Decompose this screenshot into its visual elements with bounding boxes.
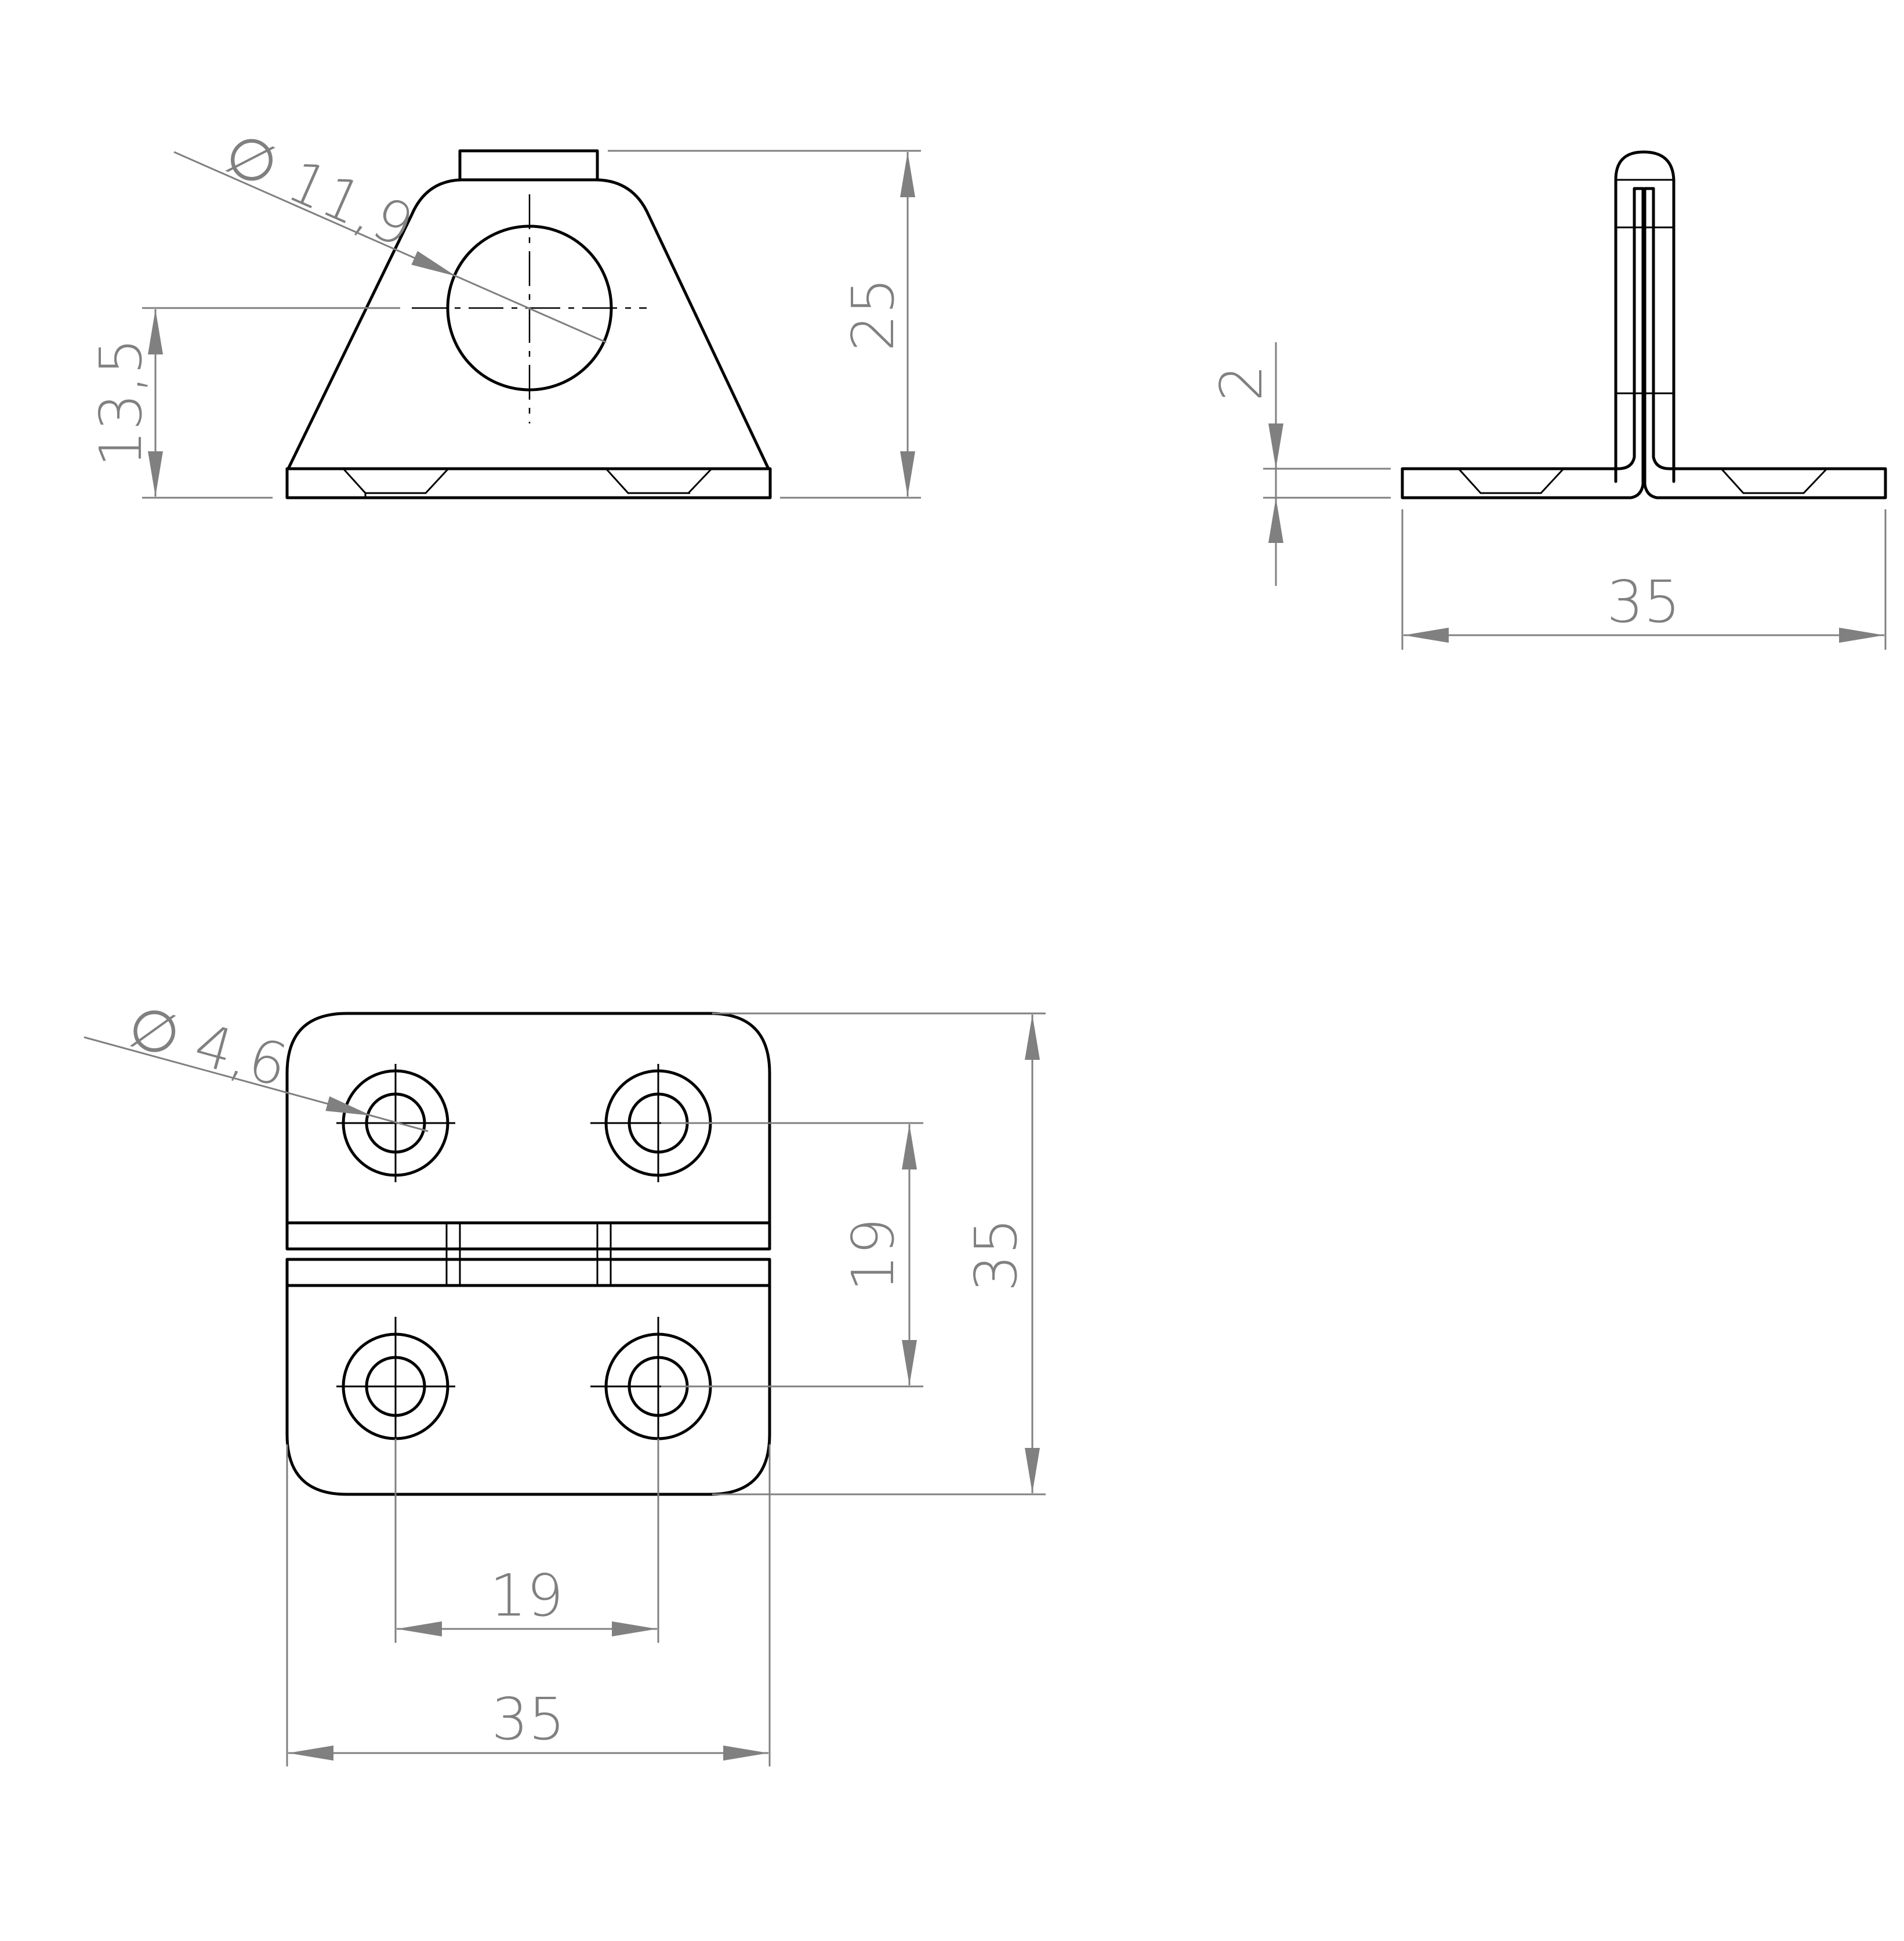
side-view [1401, 150, 1887, 499]
front-dimensions: ∅ 11,9 25 13,5 [87, 119, 921, 499]
front-knuckle [458, 149, 599, 182]
front-base-plate [285, 467, 772, 499]
top-view [285, 1012, 771, 1496]
top-hole-spacing-horizontal-label: 19 [489, 1562, 563, 1629]
top-hole-spacing-vertical-label: 19 [839, 1218, 907, 1291]
top-holes [336, 1064, 717, 1446]
top-dimensions: ∅ 4,6 19 35 19 35 [84, 992, 1046, 1766]
top-lower-leaf [285, 1284, 771, 1496]
side-countersinks [1457, 468, 1828, 494]
front-countersinks [342, 468, 713, 498]
front-height-label: 25 [839, 277, 907, 351]
side-thickness-label: 2 [1207, 364, 1275, 401]
hole-bottom-left [336, 1317, 455, 1446]
top-knuckle-upper [285, 1221, 771, 1251]
side-right-leaf [1643, 187, 1887, 499]
side-left-leaf [1401, 187, 1645, 499]
top-upper-leaf [285, 1012, 771, 1225]
top-width-label: 35 [491, 1685, 565, 1753]
top-knuckle-lower [285, 1258, 771, 1287]
side-width-label: 35 [1606, 568, 1680, 636]
hole-bottom-right [590, 1317, 717, 1446]
side-upright [1614, 150, 1675, 483]
hole-top-right [590, 1064, 717, 1182]
side-dimensions: 2 35 [1207, 342, 1887, 650]
top-height-label: 35 [962, 1218, 1030, 1291]
front-center-height-label: 13,5 [87, 338, 155, 468]
top-hole-diameter-label: ∅ 4,6 [121, 992, 295, 1100]
front-hole-diameter-label: ∅ 11,9 [215, 119, 423, 261]
hole-top-left [336, 1064, 455, 1182]
